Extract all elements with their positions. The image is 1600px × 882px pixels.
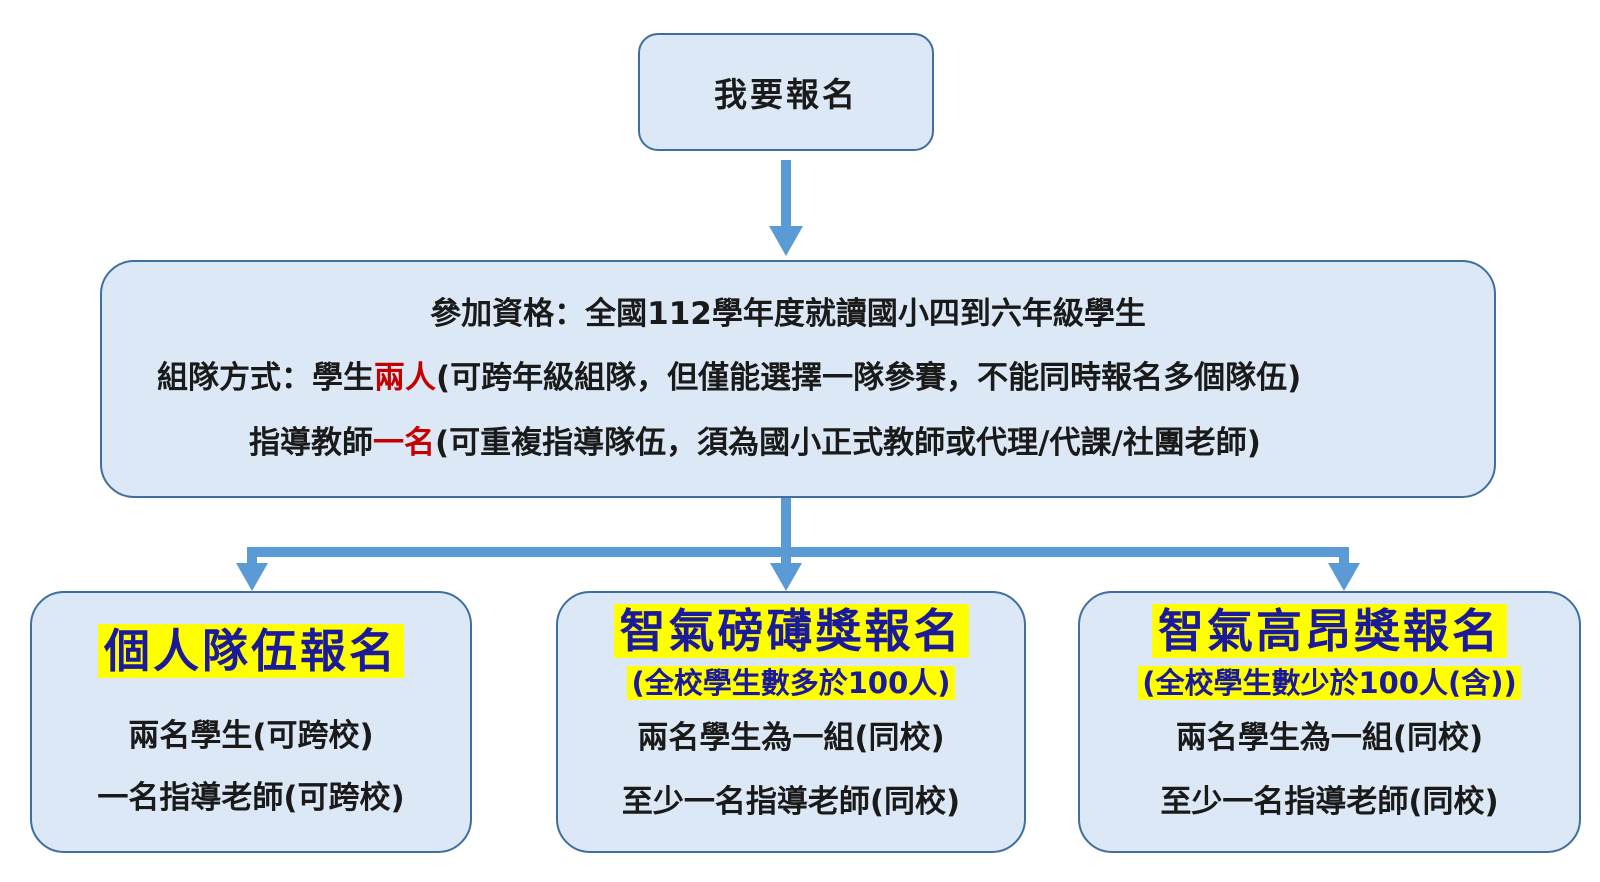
team-format-prefix: 組隊方式：學生 <box>157 360 374 396</box>
team-format-note: (可跨年級組隊，但僅能選擇一隊參賽，不能同時報名多個隊伍) <box>436 360 1302 396</box>
category-subtitle: (全校學生數多於100人) <box>627 666 955 700</box>
teacher-note: (可重複指導隊伍，須為國小正式教師或代理/代課/社團老師) <box>435 425 1261 461</box>
teacher-line: 指導教師一名(可重複指導隊伍，須為國小正式教師或代理/代課/社團老師) <box>249 423 1261 463</box>
category-box-small-school: 智氣高昂獎報名 (全校學生數少於100人(含)) 兩名學生為一組(同校) 至少一… <box>1078 591 1581 853</box>
register-start-box: 我要報名 <box>638 33 934 151</box>
center-arrow-shaft <box>781 547 791 567</box>
category-teacher-line: 一名指導老師(可跨校) <box>97 780 405 816</box>
category-subtitle: (全校學生數少於100人(含)) <box>1138 666 1521 700</box>
team-format-highlight: 兩人 <box>374 360 436 396</box>
left-arrow-head <box>236 563 268 591</box>
right-arrow-shaft <box>1339 547 1349 567</box>
top-arrow-shaft <box>781 160 791 230</box>
register-start-label: 我要報名 <box>714 75 858 114</box>
category-box-large-school: 智氣磅礡獎報名 (全校學生數多於100人) 兩名學生為一組(同校) 至少一名指導… <box>556 591 1026 853</box>
center-arrow-head <box>770 563 802 591</box>
qualification-line: 參加資格：全國112學年度就讀國小四到六年級學生 <box>430 296 1146 332</box>
category-title: 智氣高昂獎報名 <box>1152 604 1507 658</box>
branch-trunk <box>781 498 791 552</box>
category-teacher-line: 至少一名指導老師(同校) <box>621 784 961 820</box>
category-title: 智氣磅礡獎報名 <box>613 604 969 658</box>
category-students-line: 兩名學生(可跨校) <box>128 718 374 754</box>
qualification-box: 參加資格：全國112學年度就讀國小四到六年級學生 組隊方式：學生兩人(可跨年級組… <box>100 260 1496 498</box>
category-students-line: 兩名學生為一組(同校) <box>1175 720 1484 756</box>
left-arrow-shaft <box>247 547 257 567</box>
category-teacher-line: 至少一名指導老師(同校) <box>1160 784 1499 820</box>
category-box-individual: 個人隊伍報名 兩名學生(可跨校) 一名指導老師(可跨校) <box>30 591 472 853</box>
category-title: 個人隊伍報名 <box>98 624 404 678</box>
team-format-line: 組隊方式：學生兩人(可跨年級組隊，但僅能選擇一隊參賽，不能同時報名多個隊伍) <box>157 358 1301 398</box>
top-arrow-head <box>769 226 803 256</box>
right-arrow-head <box>1328 563 1360 591</box>
branch-bar <box>247 547 1349 557</box>
teacher-prefix: 指導教師 <box>249 425 373 461</box>
category-students-line: 兩名學生為一組(同校) <box>637 720 945 756</box>
teacher-highlight: 一名 <box>373 425 435 461</box>
